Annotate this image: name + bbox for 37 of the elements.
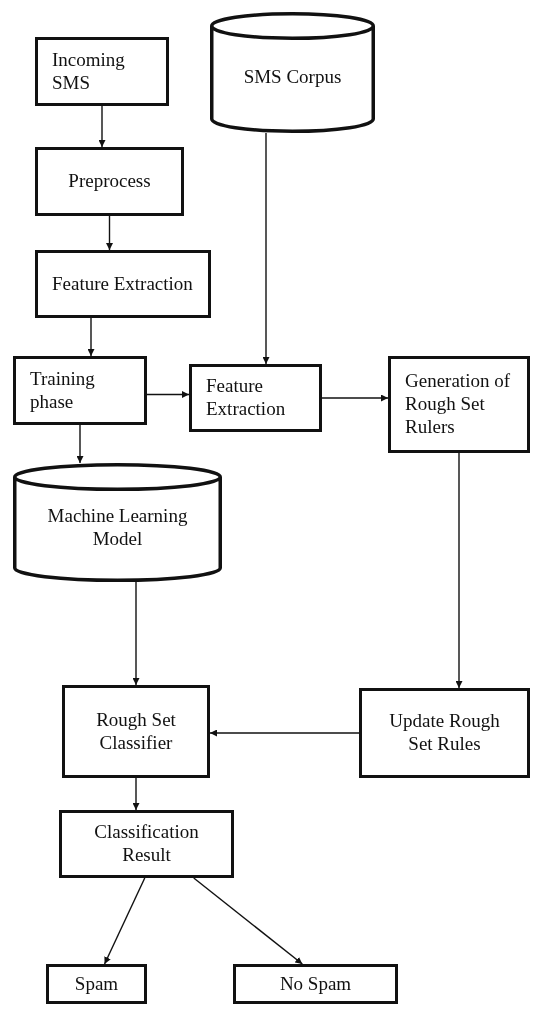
process-box bbox=[62, 685, 210, 778]
arrow bbox=[193, 877, 303, 965]
arrow bbox=[103, 877, 146, 965]
node-label: No Spam bbox=[279, 972, 352, 996]
process-box bbox=[46, 964, 147, 1004]
process-box bbox=[35, 250, 211, 318]
node-label: Generation of Rough Set Rulers bbox=[405, 370, 511, 439]
arrow bbox=[98, 105, 106, 148]
process-box bbox=[233, 964, 398, 1004]
node-label: Rough Set Classifier bbox=[95, 708, 177, 755]
process-box bbox=[359, 688, 530, 778]
arrow bbox=[209, 729, 360, 737]
node-label: Machine Learning Model bbox=[46, 504, 189, 551]
node-label: SMS Corpus bbox=[243, 66, 342, 89]
arrow bbox=[262, 132, 270, 365]
node-label: Training phase bbox=[30, 367, 96, 414]
arrow bbox=[132, 777, 140, 811]
process-box bbox=[189, 364, 322, 432]
arrow bbox=[87, 317, 95, 357]
process-box bbox=[388, 356, 530, 453]
node-label: Feature Extraction bbox=[52, 272, 193, 296]
node-label: Spam bbox=[74, 972, 119, 996]
process-box bbox=[59, 810, 234, 878]
arrow bbox=[132, 581, 140, 686]
node-label: Incoming SMS bbox=[52, 48, 126, 95]
node-label: Update Rough Set Rules bbox=[388, 710, 501, 756]
process-box bbox=[13, 356, 147, 425]
process-box bbox=[35, 37, 169, 106]
arrow bbox=[106, 215, 113, 251]
node-label: Preprocess bbox=[68, 170, 151, 193]
arrow bbox=[321, 394, 389, 402]
arrow bbox=[146, 391, 190, 398]
arrow bbox=[455, 452, 463, 689]
node-label: Feature Extraction bbox=[206, 375, 287, 421]
process-box bbox=[35, 147, 184, 216]
arrow bbox=[76, 424, 84, 464]
node-label: Classification Result bbox=[93, 821, 200, 867]
